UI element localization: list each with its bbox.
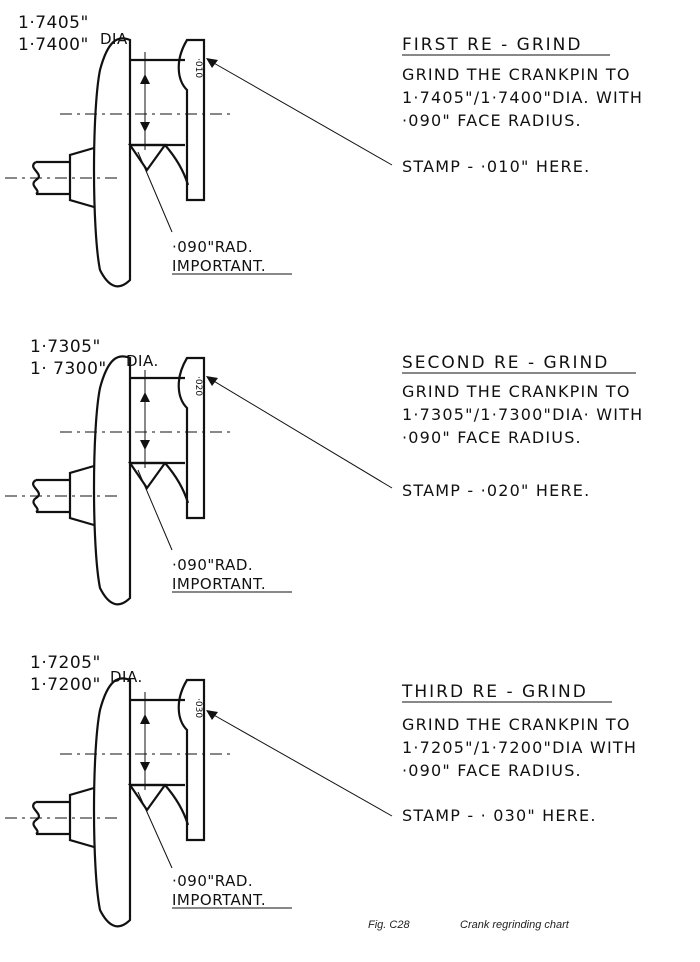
stamp-instruction: STAMP - ·020" HERE. [402,481,590,500]
instruction-line-3: ·090" FACE RADIUS. [402,111,582,130]
crankpin-outline [130,58,185,147]
panel-first-regrind: ·010 1·7405" 1·7400" DIA ·090"RAD. IMPOR… [5,13,643,288]
crankpin-outline [130,376,185,465]
dimension-lower: 1· 7300" [30,359,107,379]
instruction-line-3: ·090" FACE RADIUS. [402,761,582,780]
crank-web-right [177,678,206,842]
stamp-leader [211,713,393,817]
regrind-heading: THIRD RE - GRIND [401,682,588,702]
figure-caption: Crank regrinding chart [460,919,570,931]
stamp-arrow [206,58,218,68]
face-radius-curve [164,784,190,826]
radius-leader [137,469,173,551]
crank-drawing [5,355,393,606]
face-radius-curve [164,144,190,186]
stamp-marking: ·020 [193,376,203,396]
instruction-line-1: GRIND THE CRANKPIN TO [402,382,631,401]
instruction-line-1: GRIND THE CRANKPIN TO [402,715,631,734]
radius-leader [137,791,173,869]
rad-note: IMPORTANT. [172,257,266,275]
dimension-upper: 1·7405" [18,13,89,33]
shaft [36,478,70,514]
dimension-lower: 1·7400" [18,35,89,55]
instruction-line-2: 1·7305"/1·7300"DIA· WITH [402,405,643,424]
instruction-line-2: 1·7205"/1·7200"DIA WITH [402,738,637,757]
stamp-leader [211,61,393,166]
instruction-line-3: ·090" FACE RADIUS. [402,428,582,447]
crank-drawing [5,37,393,288]
regrind-heading: SECOND RE - GRIND [402,353,609,373]
instruction-line-1: GRIND THE CRANKPIN TO [402,65,631,84]
rad-label: ·090"RAD. [172,872,253,890]
face-radius-curve [164,462,190,504]
stamp-marking: ·010 [193,58,203,78]
shaft-break [32,161,40,195]
rad-note: IMPORTANT. [172,575,266,593]
panel-second-regrind: ·020 1·7305" 1· 7300" DIA. ·090"RAD. IMP… [5,337,643,606]
radius-triangle [127,783,168,812]
regrind-heading: FIRST RE - GRIND [402,35,582,55]
shaft [36,800,70,836]
dimension-unit: DIA. [126,352,159,370]
dimension-upper: 1·7205" [30,653,101,673]
shaft [36,160,70,196]
stamp-arrow [206,376,218,386]
stamp-arrow [206,710,218,720]
stamp-instruction: STAMP - · 030" HERE. [402,806,597,825]
rad-note: IMPORTANT. [172,891,266,909]
radius-triangle [127,143,168,172]
crankpin-outline [130,698,185,787]
shaft-collar [68,464,95,527]
instruction-line-2: 1·7405"/1·7400"DIA. WITH [402,88,643,107]
figure-number: Fig. C28 [368,919,410,931]
radius-leader [137,151,173,233]
crank-web-right [177,38,206,202]
panel-third-regrind: ·030 1·7205" 1·7200" DIA. ·090"RAD. IMPO… [5,653,637,928]
shaft-break [32,479,40,513]
rad-label: ·090"RAD. [172,556,253,574]
crank-web-outline [92,355,132,606]
stamp-instruction: STAMP - ·010" HERE. [402,157,590,176]
crank-web-right [177,356,206,520]
shaft-collar [68,786,95,849]
dimension-lower: 1·7200" [30,675,101,695]
radius-triangle [127,461,168,490]
dimension-unit: DIA [100,30,128,48]
dimension-unit: DIA. [110,668,143,686]
dimension-upper: 1·7305" [30,337,101,357]
shaft-collar [68,146,95,209]
crank-drawing [5,677,393,928]
stamp-marking: ·030 [193,698,203,718]
rad-label: ·090"RAD. [172,238,253,256]
crank-web-outline [92,677,132,928]
shaft-break [32,801,40,835]
stamp-leader [211,379,393,489]
crank-web-outline [92,37,132,288]
